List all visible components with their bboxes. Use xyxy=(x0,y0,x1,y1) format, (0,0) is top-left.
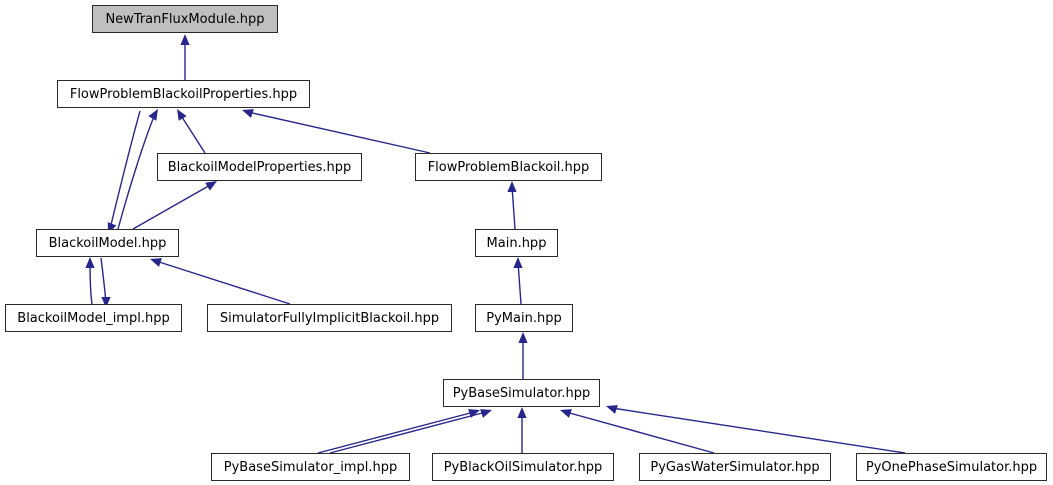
graph-node-n13[interactable]: PyOnePhaseSimulator.hpp xyxy=(856,453,1047,481)
graph-node-n12[interactable]: PyGasWaterSimulator.hpp xyxy=(639,453,831,481)
graph-node-label: BlackoilModelProperties.hpp xyxy=(167,159,352,175)
graph-edge-arrowhead xyxy=(242,109,254,118)
graph-edge-arrowhead xyxy=(507,181,517,192)
graph-node-label: PyBaseSimulator.hpp xyxy=(452,385,591,401)
graph-node-label: SimulatorFullyImplicitBlackoil.hpp xyxy=(219,310,440,326)
graph-edge-arrowhead xyxy=(560,409,572,418)
graph-edge xyxy=(517,261,522,305)
graph-node-n0[interactable]: NewTranFluxModule.hpp xyxy=(92,5,278,33)
graph-edge xyxy=(89,260,93,305)
graph-edge xyxy=(511,185,516,230)
graph-edge xyxy=(565,411,715,454)
graph-node-label: PyBaseSimulator_impl.hpp xyxy=(223,459,398,475)
graph-edge-arrowhead xyxy=(518,332,528,343)
graph-edge xyxy=(611,407,906,454)
graph-edge xyxy=(100,257,107,305)
graph-edge-arrowhead xyxy=(177,109,187,121)
graph-edge xyxy=(247,111,431,154)
graph-edge-arrowhead xyxy=(148,109,158,121)
graph-node-n6[interactable]: BlackoilModel_impl.hpp xyxy=(5,304,182,332)
graph-node-n10[interactable]: PyBaseSimulator_impl.hpp xyxy=(211,453,410,481)
graph-edge xyxy=(117,113,156,230)
graph-node-n3[interactable]: FlowProblemBlackoil.hpp xyxy=(415,153,602,181)
graph-node-n1[interactable]: FlowProblemBlackoilProperties.hpp xyxy=(57,80,310,108)
graph-node-label: Main.hpp xyxy=(486,235,547,251)
graph-edge-arrowhead xyxy=(85,257,95,268)
graph-node-label: PyOnePhaseSimulator.hpp xyxy=(865,459,1038,475)
graph-edge xyxy=(317,411,475,454)
graph-node-n4[interactable]: BlackoilModel.hpp xyxy=(36,229,179,257)
graph-node-label: BlackoilModel.hpp xyxy=(48,235,167,251)
graph-node-label: BlackoilModel_impl.hpp xyxy=(17,310,170,326)
graph-edge xyxy=(329,411,487,454)
graph-edge-arrowhead xyxy=(180,34,190,45)
graph-edge-arrowhead xyxy=(606,405,618,414)
graph-edge xyxy=(155,260,291,305)
graph-edge xyxy=(179,113,206,154)
graph-edge xyxy=(109,110,141,230)
graph-edge-arrowhead xyxy=(517,407,527,418)
graph-edge-arrowhead xyxy=(150,258,162,267)
graph-edge-arrowhead xyxy=(468,409,480,418)
graph-node-n8[interactable]: PyMain.hpp xyxy=(475,304,573,332)
graph-edge-arrowhead xyxy=(513,257,523,268)
graph-node-label: PyMain.hpp xyxy=(486,310,562,326)
graph-node-label: FlowProblemBlackoil.hpp xyxy=(427,159,590,175)
graph-node-label: PyGasWaterSimulator.hpp xyxy=(650,459,820,475)
graph-node-n11[interactable]: PyBlackOilSimulator.hpp xyxy=(432,453,614,481)
graph-edge-arrowhead xyxy=(205,181,217,191)
graph-node-n2[interactable]: BlackoilModelProperties.hpp xyxy=(157,153,362,181)
graph-node-n7[interactable]: SimulatorFullyImplicitBlackoil.hpp xyxy=(207,304,452,332)
graph-node-n5[interactable]: Main.hpp xyxy=(475,229,558,257)
graph-node-n9[interactable]: PyBaseSimulator.hpp xyxy=(443,379,600,407)
graph-node-label: FlowProblemBlackoilProperties.hpp xyxy=(69,86,298,102)
graph-node-label: NewTranFluxModule.hpp xyxy=(105,11,265,27)
graph-node-label: PyBlackOilSimulator.hpp xyxy=(443,459,603,475)
graph-edge-arrowhead xyxy=(480,409,492,418)
graph-edge xyxy=(132,183,213,230)
